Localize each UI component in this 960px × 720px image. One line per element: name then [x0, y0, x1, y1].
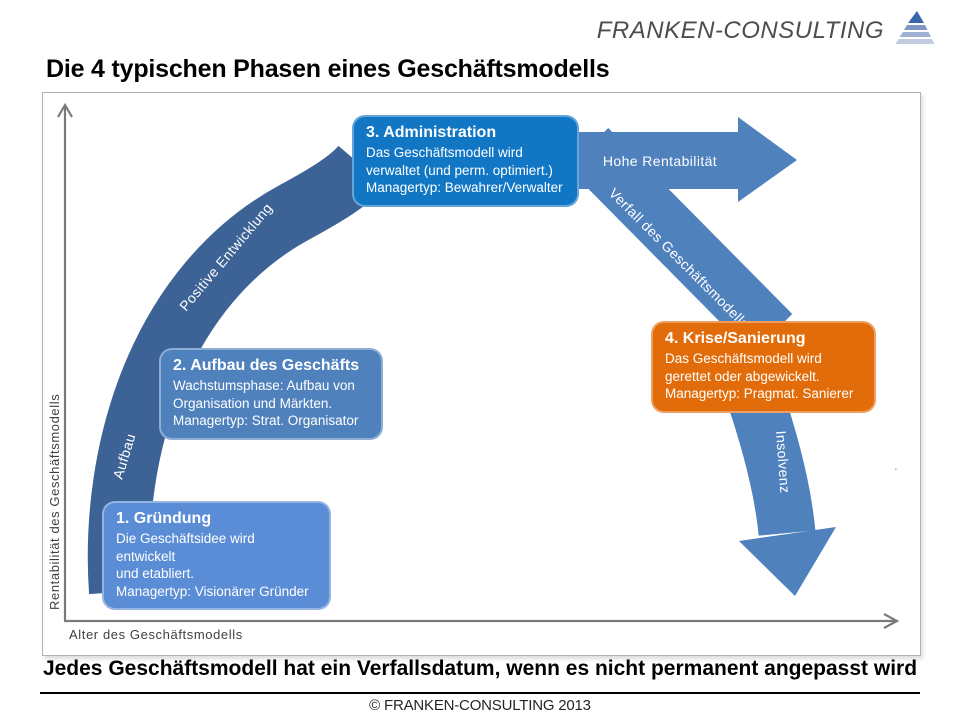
footer-divider	[40, 692, 920, 694]
phase-box-aufbau: 2. Aufbau des Geschäfts Wachstumsphase: …	[159, 348, 383, 440]
pyramid-icon	[892, 10, 938, 51]
y-axis-label: Rentabilität des Geschäftsmodells	[47, 393, 62, 610]
band-label-hohe-rentabilitaet: Hohe Rentabilität	[603, 153, 717, 169]
phase-body: Die Geschäftsidee wird entwickelt und et…	[116, 531, 309, 599]
company-logo-text: FRANKEN-CONSULTING	[596, 16, 884, 44]
phase-box-gruendung: 1. Gründung Die Geschäftsidee wird entwi…	[102, 501, 331, 611]
company-logo: FRANKEN-CONSULTING	[597, 10, 938, 51]
x-axis-label: Alter des Geschäftsmodells	[69, 627, 243, 642]
phase-box-krise-sanierung: 4. Krise/Sanierung Das Geschäftsmodell w…	[651, 321, 876, 413]
phase-title: 4. Krise/Sanierung	[665, 330, 806, 347]
footer-copyright: © FRANKEN-CONSULTING 2013	[369, 697, 591, 714]
key-statement: Jedes Geschäftsmodell hat ein Verfallsda…	[42, 657, 918, 680]
phase-body: Das Geschäftsmodell wird gerettet oder a…	[665, 351, 854, 402]
phase-body: Das Geschäftsmodell wird verwaltet (und …	[366, 145, 563, 196]
high-profitability-arrow	[578, 117, 797, 202]
page-title: Die 4 typischen Phasen eines Geschäftsmo…	[46, 55, 610, 83]
phase-title: 2. Aufbau des Geschäfts	[173, 357, 360, 374]
insolvency-arrowhead	[739, 527, 836, 596]
rise-arc-band	[87, 145, 386, 595]
band-label-insolvenz: Insolvenz	[773, 430, 793, 494]
phase-body: Wachstumsphase: Aufbau von Organisation …	[173, 378, 359, 429]
phase-box-administration: 3. Administration Das Geschäftsmodell wi…	[352, 115, 579, 207]
x-axis-arrowhead-icon	[883, 613, 900, 629]
phase-title: 3. Administration	[366, 124, 497, 141]
y-axis-arrowhead-icon	[57, 102, 73, 118]
stray-period: .	[894, 458, 898, 473]
phase-title: 1. Gründung	[116, 510, 212, 527]
